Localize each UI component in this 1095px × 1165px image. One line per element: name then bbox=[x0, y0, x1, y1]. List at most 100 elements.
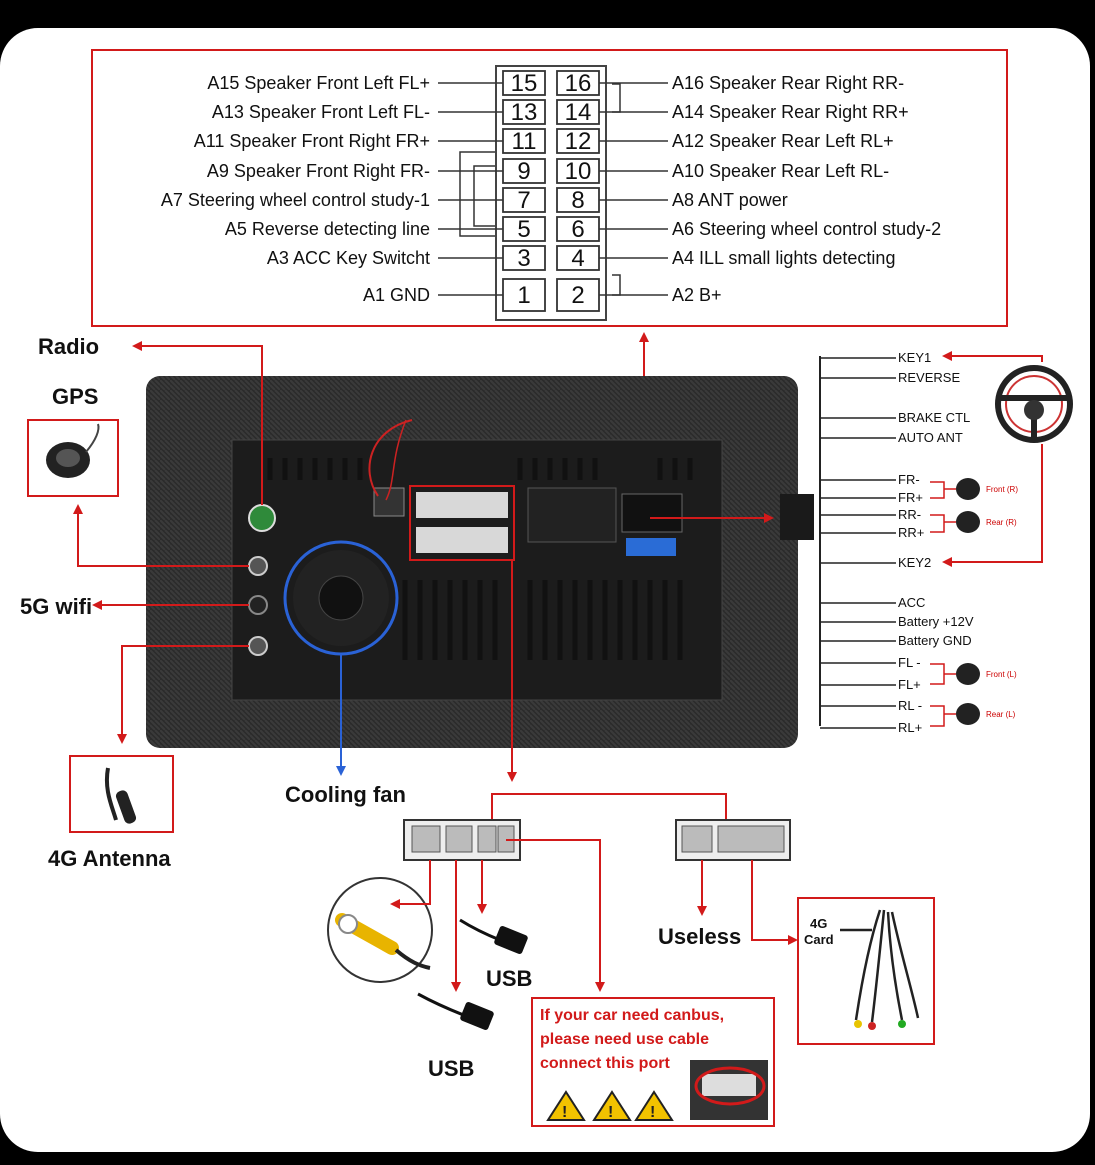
wifi-label: 5G wifi bbox=[20, 594, 92, 619]
useless-connector-block bbox=[675, 819, 791, 861]
canbus-line2: please need use cable bbox=[540, 1031, 709, 1048]
speaker-label: Rear (L) bbox=[986, 710, 1016, 719]
side-wire-label: AUTO ANT bbox=[898, 430, 963, 445]
canbus-line3: connect this port bbox=[540, 1055, 670, 1072]
speaker-label: Front (L) bbox=[986, 670, 1017, 679]
side-wire-label: FR+ bbox=[898, 490, 923, 505]
steering-wheel-icon bbox=[995, 365, 1073, 443]
pin-number-left: 9 bbox=[517, 158, 530, 185]
pin-number-right: 2 bbox=[571, 282, 584, 309]
harness-label-right: A16 Speaker Rear Right RR- bbox=[672, 73, 904, 93]
pin-box-left bbox=[502, 128, 546, 154]
radio-port bbox=[248, 504, 276, 532]
pin-box-left bbox=[502, 216, 546, 242]
rca-connector-icon bbox=[335, 913, 431, 970]
pin-box-right bbox=[556, 70, 600, 96]
4g-antenna-icon bbox=[105, 767, 137, 824]
speaker-icon bbox=[944, 703, 980, 725]
wifi-port bbox=[248, 595, 268, 615]
speaker-icon bbox=[944, 511, 980, 533]
harness-right-labels: A16 Speaker Rear Right RR- A14 Speaker Re… bbox=[599, 73, 941, 305]
pin-number-right: 12 bbox=[565, 128, 592, 155]
4g-card-box bbox=[797, 897, 935, 1045]
harness-label-right: A2 B+ bbox=[672, 285, 722, 305]
pin-box-right bbox=[556, 278, 600, 312]
pin-number-left: 13 bbox=[511, 99, 538, 126]
pin-box-right bbox=[556, 216, 600, 242]
pin-number-left: 5 bbox=[517, 216, 530, 243]
pin-number-right: 10 bbox=[565, 158, 592, 185]
side-wire-label: Battery +12V bbox=[898, 614, 974, 629]
4g-card-line1: 4G bbox=[810, 916, 827, 931]
pin-box-right bbox=[556, 158, 600, 184]
side-wire-label: FR- bbox=[898, 472, 920, 487]
pin-number-left: 15 bbox=[511, 70, 538, 97]
svg-text:!: ! bbox=[650, 1104, 655, 1121]
useless-label: Useless bbox=[658, 924, 741, 949]
warning-icon-2: ! bbox=[592, 1090, 632, 1121]
speaker-icon bbox=[944, 478, 980, 500]
side-wire-label: RR- bbox=[898, 507, 921, 522]
pin-number-right: 16 bbox=[565, 70, 592, 97]
pin-number-left: 3 bbox=[517, 245, 530, 272]
svg-text:!: ! bbox=[608, 1104, 613, 1121]
side-wire-label: KEY2 bbox=[898, 555, 931, 570]
speaker-label: Rear (R) bbox=[986, 518, 1017, 527]
pin-number-left: 1 bbox=[517, 282, 530, 309]
pin-number-right: 8 bbox=[571, 187, 584, 214]
warning-icon: ! bbox=[546, 1090, 586, 1121]
harness-label-left: A3 ACC Key Switcht bbox=[267, 248, 430, 268]
harness-label-right: A12 Speaker Rear Left RL+ bbox=[672, 131, 894, 151]
harness-label-right: A4 ILL small lights detecting bbox=[672, 248, 895, 268]
head-unit bbox=[146, 376, 814, 748]
pin-number-left: 11 bbox=[512, 128, 537, 155]
pin-number-right: 14 bbox=[565, 99, 592, 126]
pin-box-left bbox=[502, 99, 546, 125]
side-wire-label: ACC bbox=[898, 595, 925, 610]
harness-label-left: A1 GND bbox=[363, 285, 430, 305]
pin-number-left: 7 bbox=[517, 187, 530, 214]
gps-label: GPS bbox=[52, 384, 98, 409]
4g-port bbox=[248, 636, 268, 656]
harness-label-left: A15 Speaker Front Left FL+ bbox=[207, 73, 430, 93]
4g-card-cable-icon bbox=[840, 909, 920, 1023]
usb-label-1: USB bbox=[486, 966, 532, 991]
pin-box-left bbox=[502, 245, 546, 271]
side-wire-label: RL+ bbox=[898, 720, 922, 735]
canbus-connector-block bbox=[403, 819, 521, 861]
harness-label-left: A5 Reverse detecting line bbox=[225, 219, 430, 239]
gps-antenna-icon bbox=[46, 423, 100, 478]
harness-label-left: A11 Speaker Front Right FR+ bbox=[194, 131, 430, 151]
radio-label: Radio bbox=[38, 334, 99, 359]
harness-left-labels: A15 Speaker Front Left FL+A13 Speaker Fr… bbox=[161, 73, 503, 305]
gps-box bbox=[27, 419, 119, 497]
warning-icon-3: ! bbox=[634, 1090, 674, 1121]
speaker-label: Front (R) bbox=[986, 485, 1018, 494]
4g-antenna-label: 4G Antenna bbox=[48, 846, 171, 871]
pin-number-right: 4 bbox=[571, 245, 584, 272]
main-port-outline bbox=[409, 485, 515, 561]
harness-label-left: A9 Speaker Front Right FR- bbox=[207, 161, 430, 181]
pin-number-right: 6 bbox=[571, 216, 584, 243]
side-wire-label: REVERSE bbox=[898, 370, 960, 385]
speaker-icon bbox=[944, 663, 980, 685]
side-wire-label: Battery GND bbox=[898, 633, 972, 648]
side-wire-label: FL+ bbox=[898, 677, 921, 692]
side-wire-label: RR+ bbox=[898, 525, 924, 540]
svg-text:!: ! bbox=[562, 1104, 567, 1121]
harness-label-right: A10 Speaker Rear Left RL- bbox=[672, 161, 889, 181]
harness-label-right: A6 Steering wheel control study-2 bbox=[672, 219, 941, 239]
pin-box-left bbox=[502, 158, 546, 184]
harness-label-right: A14 Speaker Rear Right RR+ bbox=[672, 102, 909, 122]
side-wire-label: RL - bbox=[898, 698, 922, 713]
pin-box-left bbox=[502, 278, 546, 312]
harness-label-right: A8 ANT power bbox=[672, 190, 788, 210]
gps-port bbox=[248, 556, 268, 576]
4g-card-line2: Card bbox=[804, 932, 834, 947]
side-wire-label: KEY1 bbox=[898, 350, 931, 365]
harness-label-left: A7 Steering wheel control study-1 bbox=[161, 190, 430, 210]
side-wire-label: BRAKE CTL bbox=[898, 410, 970, 425]
